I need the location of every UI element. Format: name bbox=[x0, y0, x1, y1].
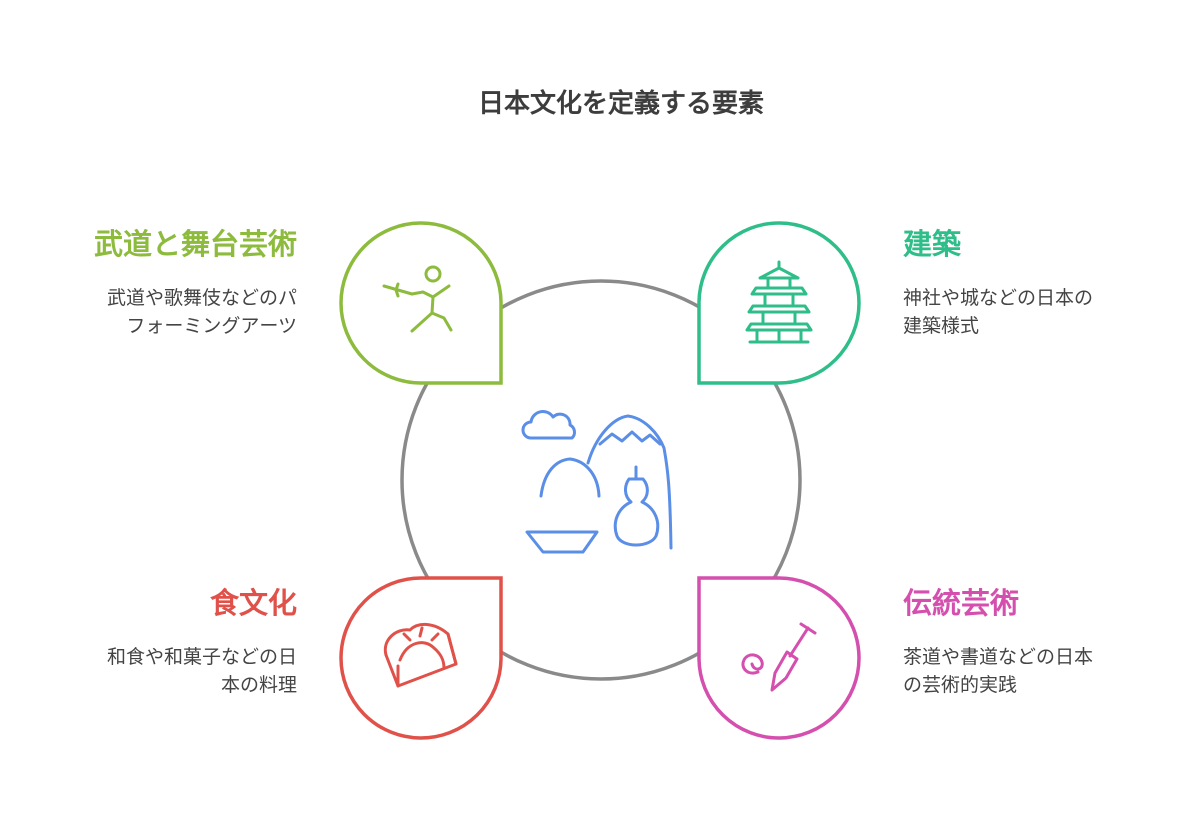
bowl-icon bbox=[525, 530, 599, 554]
gourd-icon bbox=[613, 465, 660, 547]
budo-title: 武道と舞台芸術 bbox=[94, 227, 297, 261]
martial-artist-icon bbox=[382, 265, 453, 333]
kenchiku-title: 建築 bbox=[903, 227, 962, 261]
mountain-icon bbox=[586, 414, 673, 550]
hill-icon bbox=[539, 457, 601, 498]
budo-desc-line2: フォーミングアーツ bbox=[126, 315, 297, 337]
kenchiku-desc-line1: 神社や城などの日本の bbox=[903, 287, 1093, 309]
section-kenchiku bbox=[697, 221, 861, 385]
budo-desc-line1: 武道や歌舞伎などのパ bbox=[107, 287, 297, 309]
shoku-desc-line1: 和食や和菓子などの日 bbox=[107, 646, 297, 668]
shoku-teardrop bbox=[339, 576, 503, 740]
budo-teardrop bbox=[339, 221, 503, 385]
pagoda-icon bbox=[745, 260, 813, 344]
shoku-title: 食文化 bbox=[210, 586, 297, 620]
section-dento bbox=[697, 576, 861, 740]
cloud-icon bbox=[521, 410, 576, 440]
japan-scenery-icon bbox=[521, 410, 673, 554]
dento-teardrop bbox=[697, 576, 861, 740]
kenchiku-teardrop bbox=[697, 221, 861, 385]
calligraphy-brush-icon bbox=[741, 622, 817, 692]
dento-desc-line1: 茶道や書道などの日本 bbox=[903, 646, 1093, 668]
section-shoku bbox=[339, 576, 503, 740]
diagram-title: 日本文化を定義する要素 bbox=[478, 88, 764, 119]
kenchiku-desc-line2: 建築様式 bbox=[903, 315, 979, 337]
shoku-desc-line2: 本の料理 bbox=[221, 674, 297, 696]
mountain-snowcap bbox=[598, 430, 662, 446]
dento-desc-line2: の芸術的実践 bbox=[903, 674, 1017, 696]
dento-title: 伝統芸術 bbox=[903, 586, 1019, 620]
wagashi-icon bbox=[383, 623, 458, 688]
section-budo bbox=[339, 221, 503, 385]
